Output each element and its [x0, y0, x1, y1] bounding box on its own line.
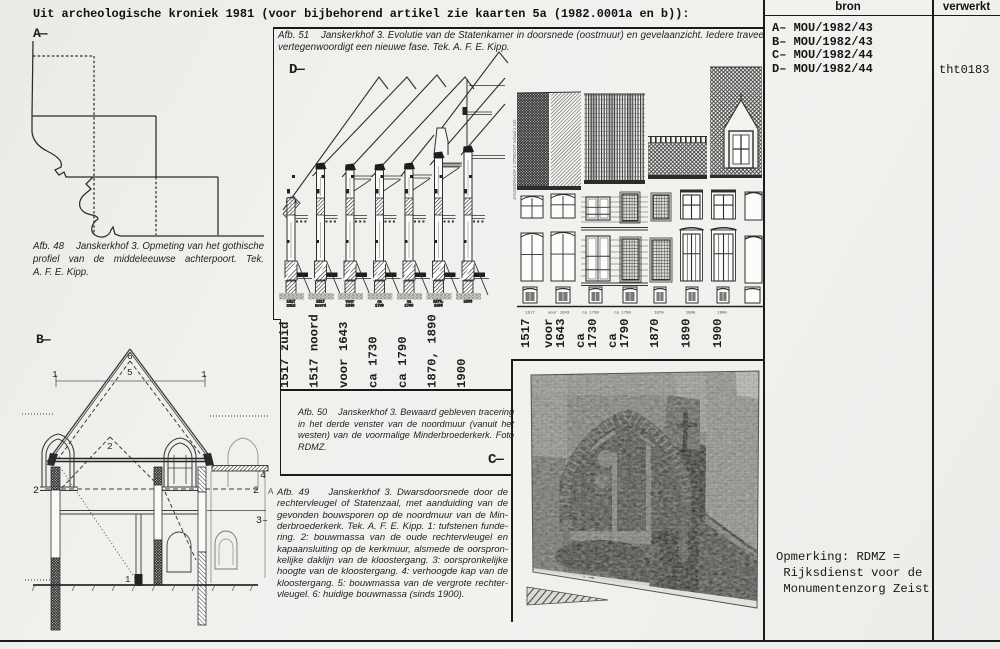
svg-text:1790: 1790 — [618, 318, 632, 348]
svg-text:1870: 1870 — [648, 318, 662, 348]
svg-text:1890: 1890 — [686, 312, 696, 316]
svg-text:1: 1 — [201, 369, 207, 380]
svg-text:3–: 3– — [256, 516, 268, 527]
svg-text:ca 1730: ca 1730 — [367, 336, 381, 388]
svg-text:voor 1643: voor 1643 — [337, 322, 351, 388]
svg-text:5: 5 — [127, 367, 133, 378]
svg-text:zuid: zuid — [287, 304, 296, 309]
svg-text:2–: 2– — [33, 486, 45, 497]
svg-text:1643: 1643 — [554, 318, 568, 348]
svg-text:1517 zuid: 1517 zuid — [278, 322, 292, 388]
svg-text:1900: 1900 — [711, 318, 725, 348]
svg-text:JANSKERKHOF 3 UTRECHT schaal 1: JANSKERKHOF 3 UTRECHT schaal 1:100 — [512, 119, 517, 200]
svg-text:6: 6 — [127, 351, 133, 362]
svg-text:1: 1 — [125, 575, 130, 585]
svg-text:voor: voor — [346, 300, 355, 305]
svg-text:1517: 1517 — [316, 301, 325, 305]
svg-text:1730: 1730 — [586, 318, 600, 348]
svg-text:1900: 1900 — [717, 312, 727, 316]
svg-text:2: 2 — [253, 486, 259, 497]
svg-text:ca: ca — [407, 301, 412, 305]
svg-text:1643: 1643 — [346, 305, 355, 309]
svg-text:1870, 1890: 1870, 1890 — [426, 314, 440, 388]
svg-text:1900: 1900 — [464, 301, 473, 305]
svg-text:voor: voor — [542, 318, 556, 348]
svg-text:1870: 1870 — [654, 312, 664, 316]
svg-text:ca: ca — [377, 301, 382, 305]
svg-text:voor 1643: voor 1643 — [548, 311, 570, 316]
svg-text:1890: 1890 — [680, 318, 694, 348]
svg-text:ca 1730: ca 1730 — [582, 312, 599, 316]
svg-text:1517: 1517 — [525, 312, 535, 316]
svg-text:A: A — [268, 487, 274, 497]
svg-text:noord: noord — [315, 304, 326, 309]
svg-text:1790: 1790 — [405, 305, 414, 309]
svg-text:1: 1 — [52, 369, 58, 380]
svg-text:ca: ca — [574, 333, 588, 348]
svg-text:1900: 1900 — [455, 358, 469, 388]
svg-text:ca 1790: ca 1790 — [614, 312, 631, 316]
svg-text:1517: 1517 — [287, 301, 296, 305]
svg-text:2: 2 — [107, 441, 113, 452]
svg-text:ca: ca — [606, 333, 620, 348]
svg-text:4: 4 — [260, 471, 266, 482]
svg-text:1517 noord: 1517 noord — [308, 314, 322, 388]
svg-text:1870,: 1870, — [433, 301, 444, 305]
svg-text:1517: 1517 — [519, 318, 533, 348]
svg-text:ca 1790: ca 1790 — [396, 336, 410, 388]
svg-text:1730: 1730 — [375, 305, 384, 309]
svg-text:1890: 1890 — [434, 305, 443, 309]
